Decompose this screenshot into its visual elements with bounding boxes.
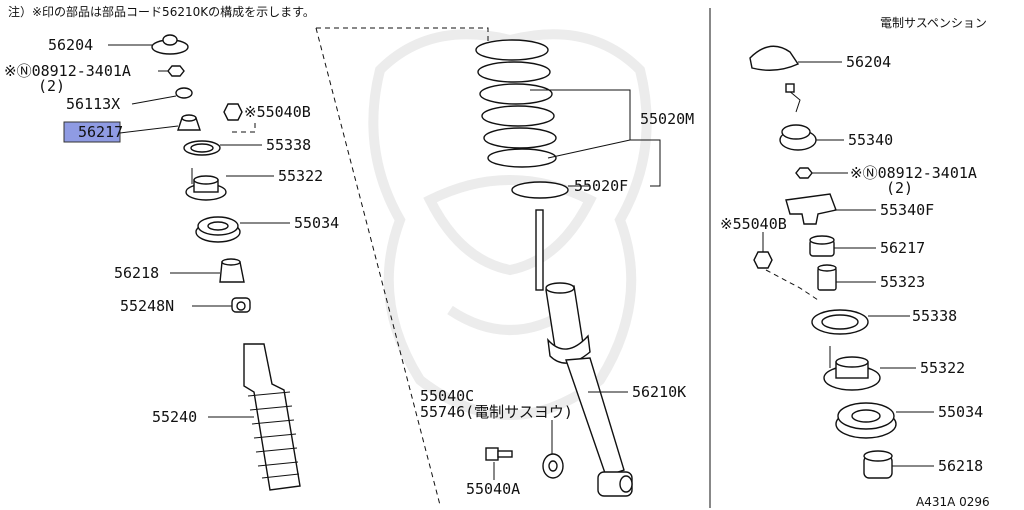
part-55020f[interactable] xyxy=(511,181,569,199)
part-56217-right[interactable] xyxy=(809,235,835,257)
label-56217-left[interactable]: 56217 xyxy=(78,123,123,141)
label-08912-qty-right: (2) xyxy=(886,179,913,197)
label-55340f: 55340F xyxy=(880,201,934,219)
part-55034-left[interactable] xyxy=(195,216,241,243)
part-55340[interactable] xyxy=(779,83,817,151)
part-56218-right[interactable] xyxy=(863,450,893,479)
label-56218-right: 56218 xyxy=(938,457,983,475)
part-56210k-shock[interactable] xyxy=(535,209,633,497)
label-55040c: 55040C xyxy=(420,387,474,405)
part-08912-left[interactable] xyxy=(167,65,185,77)
label-55020m: 55020M xyxy=(640,110,694,128)
part-56204-left[interactable] xyxy=(151,34,189,55)
label-55040b-right: ※55040B xyxy=(720,215,787,233)
part-55040b-left[interactable] xyxy=(223,103,243,121)
part-55020m-spring[interactable] xyxy=(475,39,557,168)
label-56204-right: 56204 xyxy=(846,53,891,71)
label-56217-right: 56217 xyxy=(880,239,925,257)
label-55034-right: 55034 xyxy=(938,403,983,421)
label-08912-right: ※Ⓝ08912-3401A xyxy=(850,164,977,182)
part-55338-left[interactable] xyxy=(183,140,221,156)
part-55034-right[interactable] xyxy=(835,402,897,439)
figure-code: A431A 0296 xyxy=(916,495,990,509)
label-55746: 55746(電制サスヨウ) xyxy=(420,403,573,421)
part-55323[interactable] xyxy=(817,264,837,291)
label-55338-right: 55338 xyxy=(912,307,957,325)
label-56210k: 56210K xyxy=(632,383,686,401)
assembly-boundary xyxy=(232,27,489,506)
part-56218-left[interactable] xyxy=(219,258,245,283)
part-55338-right[interactable] xyxy=(811,309,869,335)
label-55323: 55323 xyxy=(880,273,925,291)
part-55040b-right[interactable] xyxy=(753,251,773,269)
label-55240: 55240 xyxy=(152,408,197,426)
label-55040b-left: ※55040B xyxy=(244,103,311,121)
label-55040a: 55040A xyxy=(466,480,520,498)
label-56113x: 56113X xyxy=(66,95,120,113)
part-55746-bushing[interactable] xyxy=(542,453,564,479)
label-08912-qty-left: (2) xyxy=(38,77,65,95)
part-55322-right[interactable] xyxy=(823,346,881,391)
part-55040a-bolt[interactable] xyxy=(485,447,513,461)
label-55322-left: 55322 xyxy=(278,167,323,185)
part-56113x[interactable] xyxy=(175,87,193,99)
section-title: 電制サスペンション xyxy=(880,16,987,30)
part-55322-left[interactable] xyxy=(185,168,227,201)
label-56218-left: 56218 xyxy=(114,264,159,282)
part-55340f[interactable] xyxy=(785,193,837,225)
label-55340: 55340 xyxy=(848,131,893,149)
part-56217-left[interactable] xyxy=(177,114,201,131)
label-55034-left: 55034 xyxy=(294,214,339,232)
part-08912-right[interactable] xyxy=(795,167,813,179)
part-55248n[interactable] xyxy=(231,297,251,313)
label-56204-left: 56204 xyxy=(48,36,93,54)
part-56204-right[interactable] xyxy=(749,45,800,71)
label-08912-left: ※Ⓝ08912-3401A xyxy=(4,62,131,80)
note-text: 注）※印の部品は部品コード56210Kの構成を示します。 xyxy=(8,4,315,19)
label-55338-left: 55338 xyxy=(266,136,311,154)
highlight-56217 xyxy=(63,121,121,143)
label-55248n: 55248N xyxy=(120,297,174,315)
label-55322-right: 55322 xyxy=(920,359,965,377)
label-55020f: 55020F xyxy=(574,177,628,195)
part-55240-boot[interactable] xyxy=(243,343,301,491)
